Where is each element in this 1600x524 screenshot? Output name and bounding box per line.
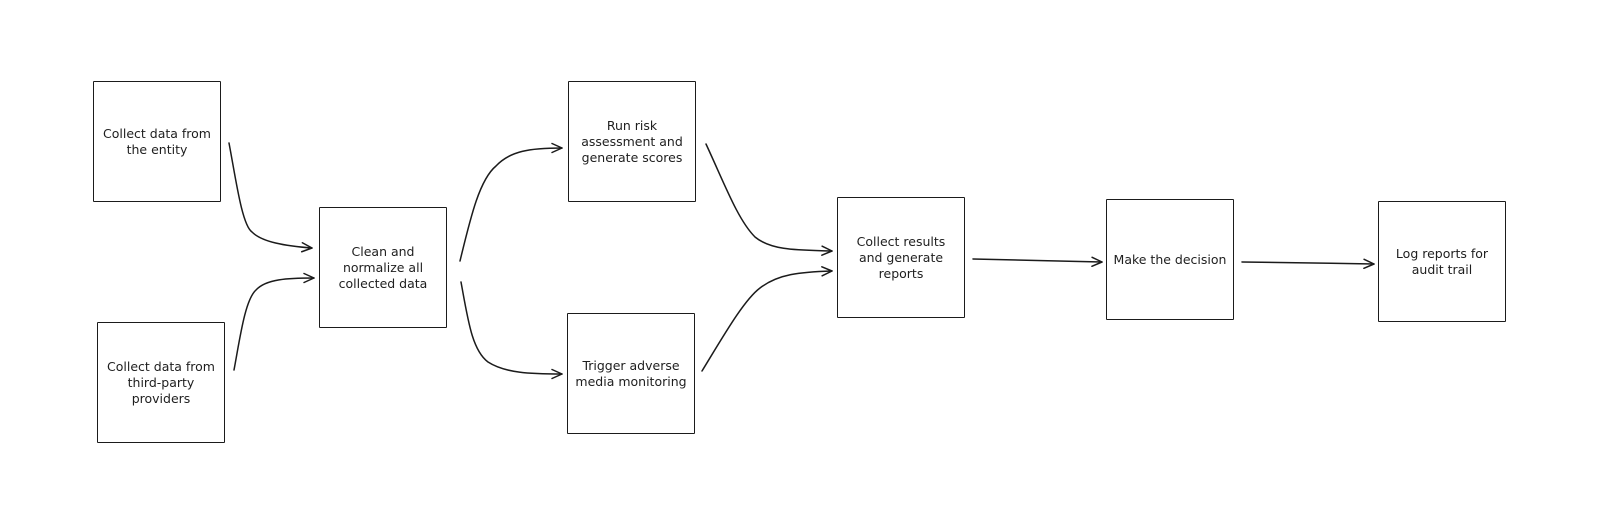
node-log-reports: Log reports for audit trail [1378,201,1506,322]
node-collect-results: Collect results and generate reports [837,197,965,318]
edge-adverse-to-results [701,266,833,372]
edge-clean-to-adverse [460,281,563,380]
node-label: Clean and normalize all collected data [338,243,428,291]
node-label: Log reports for audit trail [1395,245,1489,277]
node-risk-assessment: Run risk assessment and generate scores [568,81,696,202]
edge-third-party-to-clean [233,272,315,371]
node-label: Collect data from the entity [103,125,211,157]
node-label: Make the decision [1113,251,1227,267]
node-collect-entity: Collect data from the entity [93,81,221,202]
node-label: Trigger adverse media monitoring [575,357,687,389]
node-label: Collect results and generate reports [856,233,946,281]
edge-clean-to-risk [459,142,563,262]
node-label: Collect data from third-party providers [107,358,215,406]
node-adverse-media: Trigger adverse media monitoring [567,313,695,434]
node-label: Run risk assessment and generate scores [581,117,683,165]
edge-risk-to-results [705,143,833,256]
node-collect-third-party: Collect data from third-party providers [97,322,225,443]
edge-collect-entity-to-clean [228,142,313,253]
edge-decision-to-log [1241,258,1375,270]
node-clean-normalize: Clean and normalize all collected data [319,207,447,328]
node-make-decision: Make the decision [1106,199,1234,320]
edge-results-to-decision [972,256,1103,268]
